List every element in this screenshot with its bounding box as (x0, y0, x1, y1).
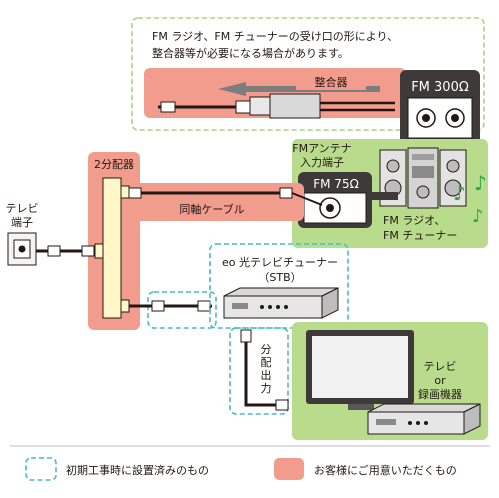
note-line-2: 整合器等が必要になる場合があります。 (152, 46, 349, 60)
tv-label-2: or (434, 374, 446, 387)
tv-label-3: 録画機器 (418, 387, 462, 401)
tv-terminal-label-1: テレビ (6, 202, 39, 215)
music-note-icon: ♪ (472, 206, 484, 227)
fm-antenna-label-2: 入力端子 (300, 156, 344, 169)
coax-connector-icon (128, 187, 142, 199)
fm-radio-label-1: FM ラジオ、 (383, 214, 445, 227)
coax-connector-icon (235, 100, 251, 114)
speaker-right (439, 149, 467, 207)
coax-connector-icon (279, 187, 293, 199)
note-box (131, 17, 485, 131)
legend-pink-label: お客様にご用意いただくもの (314, 463, 457, 477)
legend-dashed-label: 初期工事時に設置済みのもの (66, 463, 209, 477)
split-output-cable (244, 330, 286, 407)
legend-dashed-swatch (25, 457, 57, 481)
fm300-label: FM 300Ω (411, 80, 469, 95)
stb-label-2: （STB） (258, 271, 301, 284)
matcher-label-bg (296, 73, 366, 90)
stb-cable-box (147, 291, 217, 329)
split-output-char-4: 力 (261, 382, 272, 395)
splitter-device (102, 177, 122, 319)
split-output-char-2: 配 (261, 356, 272, 369)
note-line-1: FM ラジオ、FM チューナーの受け口の形により、 (152, 30, 398, 43)
matcher-device (269, 93, 321, 119)
fm-antenna-label-1: FMアンテナ (292, 142, 351, 155)
stb-box (209, 243, 349, 329)
coax-connector-icon (160, 101, 176, 113)
music-note-icon: ♪ (453, 181, 466, 205)
tv-label-1: テレビ (424, 360, 457, 373)
music-note-icon: ♪ (474, 171, 487, 195)
matcher-label: 整合器 (315, 75, 348, 89)
legend-pink-swatch (274, 458, 304, 480)
stb-label-1: eo 光テレビチューナー (222, 255, 338, 269)
split-output-char-1: 分 (261, 343, 272, 356)
tv-terminal-label-2: 端子 (11, 216, 33, 229)
splitter-label: 2分配器 (94, 158, 134, 171)
fm75-label: FM 75Ω (313, 177, 359, 191)
fm-radio-label-2: FM チューナー (383, 229, 457, 242)
split-output-box (229, 327, 289, 415)
coax-label: 同軸ケーブル (179, 202, 244, 216)
split-output-char-3: 出 (261, 368, 272, 382)
